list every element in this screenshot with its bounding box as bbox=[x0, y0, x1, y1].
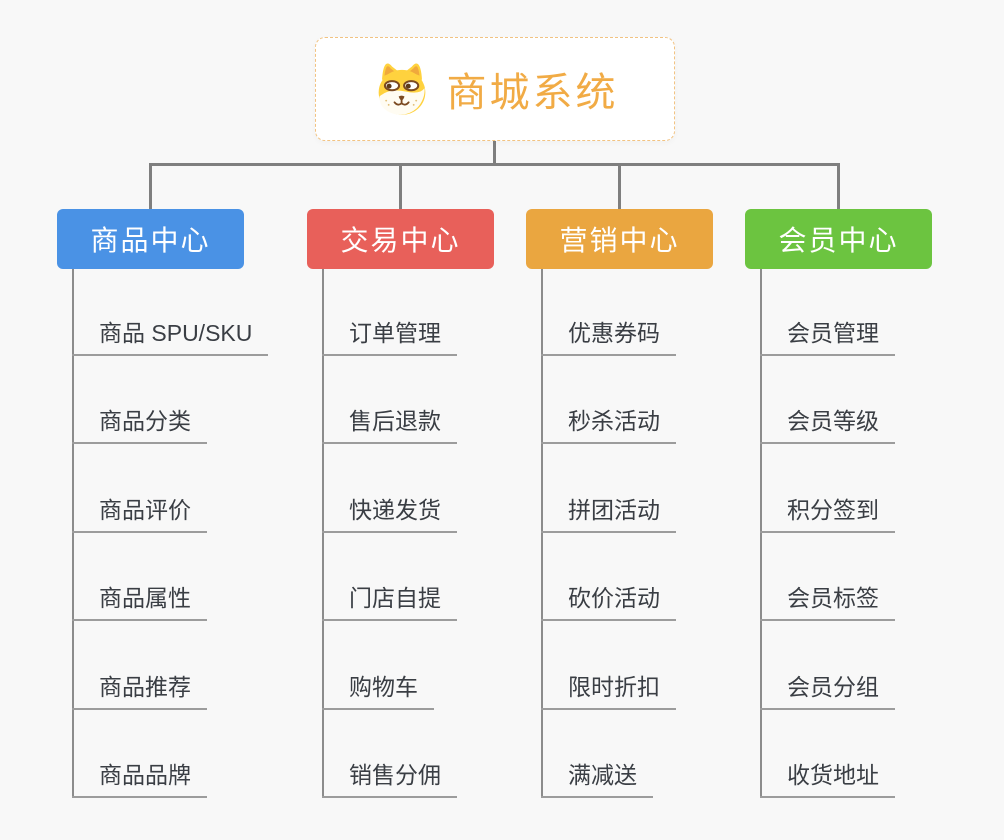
leaf-node[interactable]: 会员管理 bbox=[760, 316, 895, 356]
connector-drop-marketing-center bbox=[618, 166, 621, 209]
root-node-mall-system[interactable]: 商城系统 bbox=[315, 37, 675, 141]
leaf-node[interactable]: 售后退款 bbox=[322, 404, 457, 444]
leaf-node[interactable]: 门店自提 bbox=[322, 581, 457, 621]
leaf-node[interactable]: 商品推荐 bbox=[72, 670, 207, 710]
branch-line-member-center bbox=[760, 269, 762, 798]
shiba-dog-icon bbox=[372, 61, 432, 117]
root-node-title: 商城系统 bbox=[446, 71, 619, 115]
branch-line-trade-center bbox=[322, 269, 324, 798]
leaf-node[interactable]: 快递发货 bbox=[322, 493, 457, 533]
connector-rail bbox=[149, 163, 840, 166]
leaf-node[interactable]: 销售分佣 bbox=[322, 758, 457, 798]
leaf-node[interactable]: 商品 SPU/SKU bbox=[72, 316, 269, 356]
leaf-node[interactable]: 满减送 bbox=[541, 758, 653, 798]
leaf-node[interactable]: 优惠券码 bbox=[541, 316, 676, 356]
leaf-node[interactable]: 限时折扣 bbox=[541, 670, 676, 710]
connector-drop-trade-center bbox=[399, 166, 402, 209]
branch-node-trade-center[interactable]: 交易中心 bbox=[307, 209, 494, 269]
branch-node-member-center[interactable]: 会员中心 bbox=[745, 209, 932, 269]
leaf-node[interactable]: 商品分类 bbox=[72, 404, 207, 444]
leaf-node[interactable]: 会员标签 bbox=[760, 581, 895, 621]
leaf-node[interactable]: 商品品牌 bbox=[72, 758, 207, 798]
leaf-node[interactable]: 购物车 bbox=[322, 670, 434, 710]
branch-node-product-center[interactable]: 商品中心 bbox=[57, 209, 244, 269]
leaf-node[interactable]: 收货地址 bbox=[760, 758, 895, 798]
connector-drop-product-center bbox=[149, 166, 152, 209]
branch-line-marketing-center bbox=[541, 269, 543, 798]
leaf-node[interactable]: 秒杀活动 bbox=[541, 404, 676, 444]
leaf-node[interactable]: 会员分组 bbox=[760, 670, 895, 710]
leaf-node[interactable]: 积分签到 bbox=[760, 493, 895, 533]
leaf-node[interactable]: 商品属性 bbox=[72, 581, 207, 621]
branch-line-product-center bbox=[72, 269, 74, 798]
connector-drop-member-center bbox=[837, 166, 840, 209]
leaf-node[interactable]: 拼团活动 bbox=[541, 493, 676, 533]
branch-node-marketing-center[interactable]: 营销中心 bbox=[526, 209, 713, 269]
leaf-node[interactable]: 订单管理 bbox=[322, 316, 457, 356]
connector-root-stub bbox=[493, 141, 496, 166]
leaf-node[interactable]: 砍价活动 bbox=[541, 581, 676, 621]
leaf-node[interactable]: 商品评价 bbox=[72, 493, 207, 533]
leaf-node[interactable]: 会员等级 bbox=[760, 404, 895, 444]
